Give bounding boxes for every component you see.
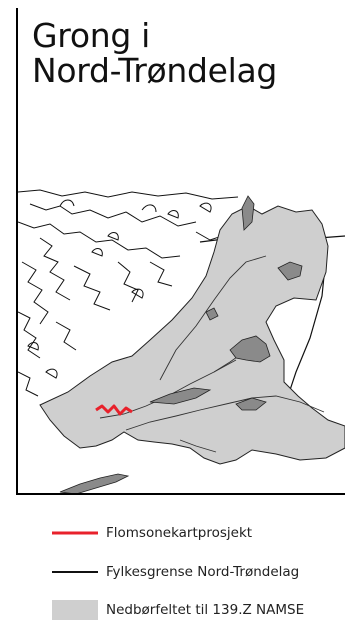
grey-box-symbol xyxy=(52,600,98,620)
legend-item-catchment: Nedbørfeltet til 139.Z NAMSE xyxy=(0,600,345,624)
legend-label: Fylkesgrense Nord-Trøndelag xyxy=(106,564,300,580)
legend-label: Flomsonekartprosjekt xyxy=(106,525,253,541)
legend: Flomsonekartprosjekt Fylkesgrense Nord-T… xyxy=(0,515,345,628)
map-frame xyxy=(16,8,345,495)
title-line-2: Nord-Trøndelag xyxy=(32,51,278,90)
legend-item-county-boundary: Fylkesgrense Nord-Trøndelag xyxy=(0,562,345,586)
title-line-1: Grong i xyxy=(32,16,151,55)
page-title: Grong i Nord-Trøndelag xyxy=(32,18,277,88)
coastline xyxy=(18,189,263,397)
catchment-area xyxy=(39,205,345,465)
red-line-symbol xyxy=(52,531,98,535)
lakes xyxy=(59,195,303,493)
legend-label: Nedbørfeltet til 139.Z NAMSE xyxy=(106,602,305,618)
flood-project-line xyxy=(95,404,133,416)
catchment-map xyxy=(18,189,345,493)
black-line-symbol xyxy=(52,571,98,573)
legend-item-project: Flomsonekartprosjekt xyxy=(0,523,345,547)
